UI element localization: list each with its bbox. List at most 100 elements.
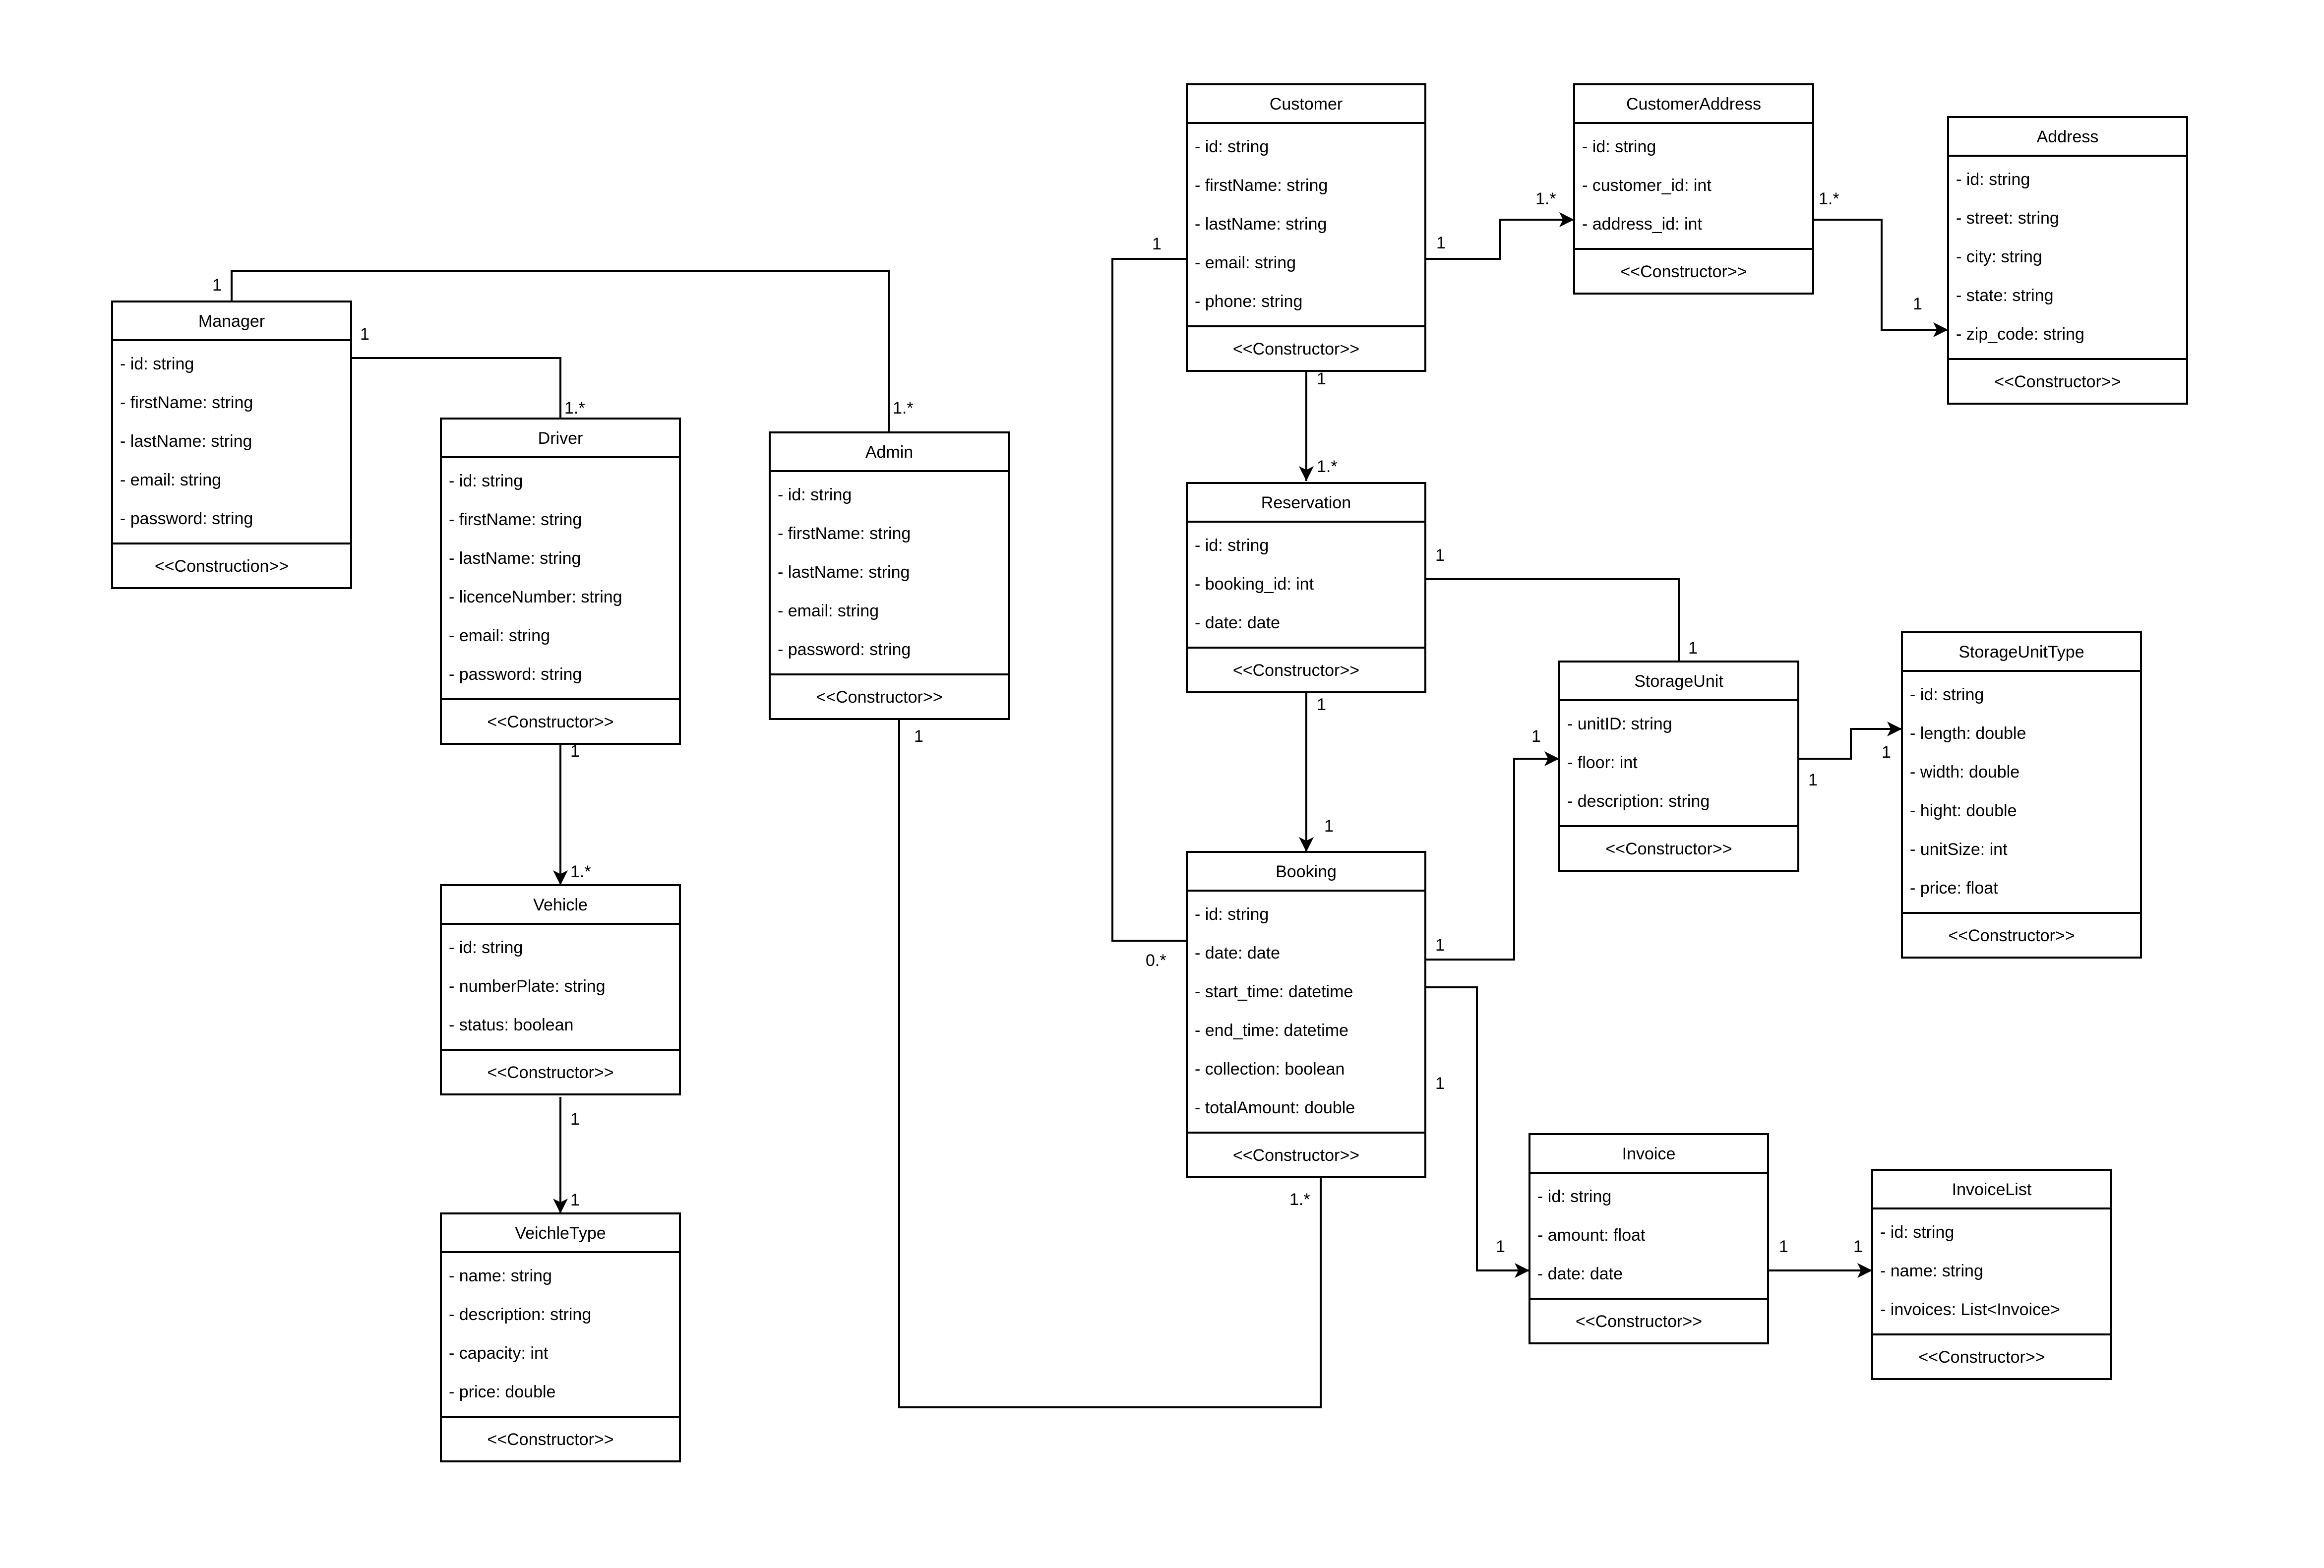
class-constructor: <<Constructor>> — [487, 1430, 613, 1449]
class-constructor: <<Constructor>> — [816, 688, 942, 707]
edge-admin-booking — [898, 717, 1322, 1408]
class-name: Reservation — [1261, 493, 1351, 512]
class-vehicle[interactable]: Vehicle- id: string- numberPlate: string… — [440, 884, 681, 1095]
class-attribute: - lastName: string — [1195, 215, 1327, 234]
class-box — [1186, 83, 1426, 372]
class-attribute: - id: string — [1537, 1187, 1611, 1206]
class-address[interactable]: Address- id: string- street: string- cit… — [1947, 116, 2188, 405]
class-name: Customer — [1270, 95, 1343, 114]
class-attribute: - booking_id: int — [1195, 575, 1314, 594]
class-box — [1947, 116, 2188, 405]
relation-lines — [231, 212, 1948, 1408]
class-customeraddress[interactable]: CustomerAddress- id: string- customer_id… — [1573, 83, 1814, 295]
mult-invoice-invoicelist-to: 1 — [1853, 1237, 1863, 1256]
mult-booking-storageunit-to: 1 — [1531, 727, 1541, 746]
edge-customeraddress-address — [1813, 219, 1948, 337]
class-constructor: <<Constructor>> — [487, 713, 613, 731]
mult-manager-driver-from: 1 — [360, 325, 369, 344]
class-constructor: <<Constructor>> — [487, 1063, 613, 1082]
edge-customer-booking — [1111, 258, 1187, 942]
class-attribute: - licenceNumber: string — [449, 588, 622, 606]
class-veichletype[interactable]: VeichleType- name: string- description: … — [440, 1212, 681, 1462]
class-attribute: - street: string — [1956, 209, 2059, 228]
class-admin[interactable]: Admin- id: string- firstName: string- la… — [769, 431, 1010, 720]
class-attribute: - amount: float — [1537, 1226, 1646, 1245]
class-attribute: - collection: boolean — [1195, 1060, 1345, 1079]
class-attribute: - date: date — [1537, 1265, 1623, 1283]
mult-reservation-storageunit-from: 1 — [1435, 546, 1445, 565]
mult-customeraddress-address-to: 1 — [1913, 295, 1922, 313]
mult-admin-booking-from: 1 — [914, 727, 923, 746]
class-attribute: - email: string — [120, 471, 221, 489]
mult-vehicle-veichletype-to: 1 — [570, 1191, 580, 1209]
mult-manager-admin-to: 1.* — [893, 399, 914, 418]
class-storageunittype[interactable]: StorageUnitType- id: string- length: dou… — [1901, 631, 2142, 959]
class-name: Vehicle — [533, 896, 588, 914]
mult-customer-reservation-to: 1.* — [1317, 457, 1338, 476]
class-box — [440, 884, 681, 1095]
class-attribute: - name: string — [1880, 1262, 1983, 1280]
mult-customer-customeraddress-to: 1.* — [1535, 189, 1556, 208]
class-customer[interactable]: Customer - id: string - firstName: string -… — [1186, 83, 1426, 372]
class-attribute: - firstName: string — [120, 393, 253, 412]
class-booking[interactable]: Booking- id: string- date: date- start_t… — [1186, 851, 1426, 1178]
class-attribute: - customer_id: int — [1582, 176, 1712, 195]
mult-driver-vehicle-from: 1 — [570, 742, 580, 761]
class-constructor: <<Constructor>> — [1994, 372, 2121, 391]
class-name: Booking — [1276, 862, 1337, 881]
class-name: StorageUnitType — [1958, 643, 2084, 662]
class-name: Address — [2037, 127, 2099, 146]
class-box — [769, 431, 1010, 720]
class-attribute: - date: date — [1195, 613, 1280, 632]
class-attribute: - width: double — [1910, 763, 2019, 782]
class-constructor: <<Constructor>> — [1576, 1312, 1702, 1331]
mult-customer-booking-from: 1 — [1152, 235, 1162, 253]
class-attribute: - id: string — [449, 938, 523, 957]
class-name: Manager — [198, 312, 265, 331]
mult-customer-booking-to: 0.* — [1146, 951, 1166, 970]
class-box — [1186, 851, 1426, 1178]
edge-manager-admin — [231, 270, 890, 432]
class-attribute: - length: double — [1910, 724, 2026, 743]
class-attribute: - password: string — [449, 665, 582, 684]
class-attribute: - password: string — [778, 640, 911, 659]
class-name: Driver — [538, 429, 583, 448]
class-box — [1186, 482, 1426, 693]
class-invoicelist[interactable]: InvoiceList- id: string- name: string- i… — [1871, 1169, 2112, 1380]
mult-customeraddress-address-from: 1.* — [1819, 189, 1839, 208]
class-attribute: - lastName: string — [449, 549, 581, 568]
mult-reservation-storageunit-to: 1 — [1688, 639, 1698, 658]
class-attribute: - name: string — [449, 1266, 552, 1285]
class-invoice[interactable]: Invoice- id: string- amount: float- date… — [1529, 1133, 1769, 1344]
class-box — [440, 1212, 681, 1462]
class-attribute: - id: string — [449, 472, 523, 490]
mult-customer-customeraddress-from: 1 — [1436, 234, 1446, 252]
class-attribute: - id: string — [1195, 905, 1269, 924]
mult-manager-driver-to: 1.* — [564, 399, 585, 418]
class-boxes: Manager - id: string - firstName: string - … — [111, 83, 2188, 1462]
mult-vehicle-veichletype-from: 1 — [570, 1110, 580, 1129]
class-attribute: - invoices: List<Invoice> — [1880, 1300, 2060, 1319]
class-constructor: <<Constructor>> — [1233, 340, 1359, 359]
class-attribute: - hight: double — [1910, 801, 2017, 820]
class-attribute: - price: float — [1910, 879, 1998, 898]
class-driver[interactable]: Driver- id: string- firstName: string- l… — [440, 418, 681, 745]
class-attribute: - status: boolean — [449, 1016, 573, 1034]
class-attribute: - end_time: datetime — [1195, 1021, 1348, 1040]
class-constructor: <<Constructor>> — [1233, 661, 1359, 680]
mult-reservation-booking-to: 1 — [1324, 817, 1334, 836]
class-constructor: <<Constructor>> — [1620, 262, 1747, 281]
class-attribute: - id: string — [120, 355, 194, 373]
mult-reservation-booking-from: 1 — [1317, 695, 1326, 714]
class-attribute: - address_id: int — [1582, 215, 1702, 234]
class-manager[interactable]: Manager - id: string - firstName: string - … — [111, 301, 352, 589]
class-reservation[interactable]: Reservation- id: string- booking_id: int… — [1186, 482, 1426, 693]
class-attribute: - id: string — [1582, 137, 1656, 156]
class-attribute: - firstName: string — [1195, 176, 1328, 195]
edge-storageunit-storageunittype — [1798, 722, 1902, 760]
class-name: Admin — [865, 443, 913, 462]
class-storageunit[interactable]: StorageUnit- unitID: string- floor: int-… — [1558, 661, 1799, 872]
class-attribute: - id: string — [1195, 137, 1269, 156]
class-attribute: - password: string — [120, 509, 253, 528]
mult-customer-reservation-from: 1 — [1317, 369, 1326, 388]
